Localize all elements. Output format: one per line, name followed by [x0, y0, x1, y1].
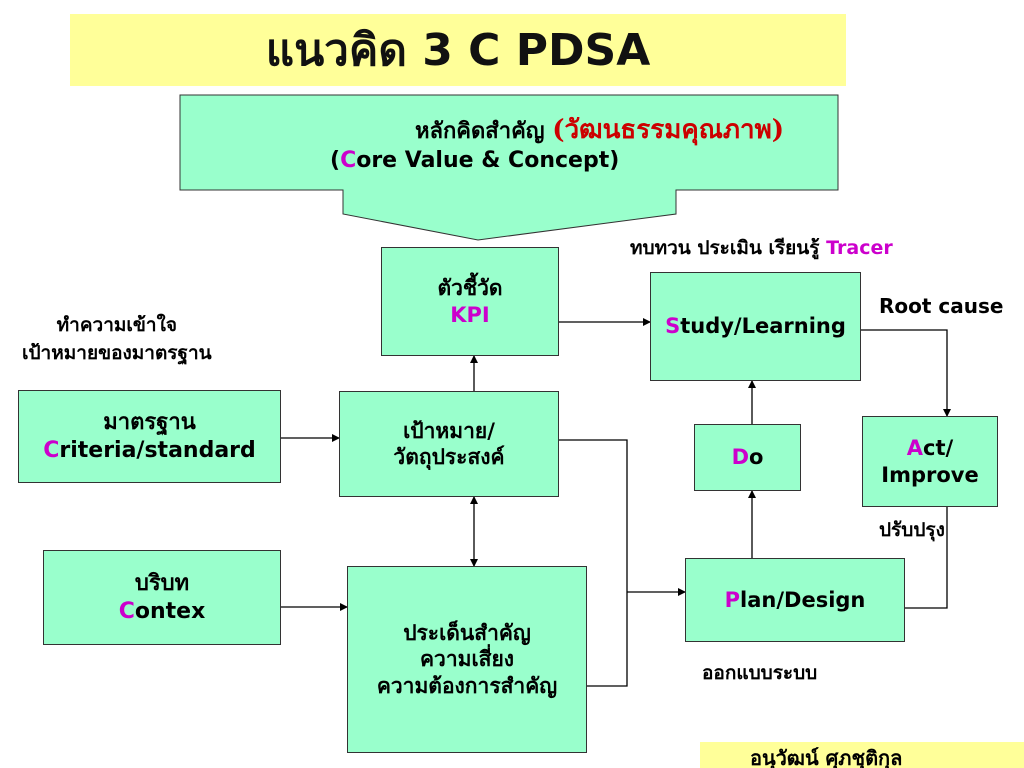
standard-box-rest: riteria/standard [59, 437, 256, 463]
core-value-rest: ore Value & Concept) [356, 148, 620, 174]
understand-label-line2: เป้าหมายของมาตรฐาน [22, 341, 212, 364]
design-thai-label: ออกแบบระบบ [702, 658, 817, 688]
standard-box-line1: มาตรฐาน [103, 410, 196, 435]
author-footer-text: อนุวัฒน์ ศุภชุติกุล [750, 746, 903, 768]
line-goal-to-plan [559, 439, 628, 592]
do-box-accent: D [731, 445, 749, 470]
page-title: แนวคิด 3 C PDSA [70, 14, 846, 86]
kpi-box-line2: KPI [450, 302, 490, 327]
issues-box: ประเด็นสำคัญ ความเสี่ยง ความต้องการสำคัญ [347, 566, 587, 753]
context-box-rest: ontex [134, 598, 206, 624]
plan-box-rest: lan/Design [740, 587, 866, 612]
core-value-thai: หลักคิดสำคัญ [415, 119, 545, 144]
context-box-line1: บริบท [134, 571, 190, 596]
core-value-text: หลักคิดสำคัญ (วัฒนธรรมคุณภาพ) (Core Valu… [180, 112, 920, 177]
act-box-accent: A [906, 436, 924, 461]
goal-box-line2: วัตถุประสงค์ [393, 445, 505, 469]
improve-thai-text: ปรับปรุง [879, 519, 945, 541]
review-label: ทบทวน ประเมิน เรียนรู้ Tracer [630, 233, 893, 263]
act-box-line2: Improve [881, 462, 979, 487]
issues-box-line1: ประเด็นสำคัญ [403, 621, 531, 646]
goal-box-line1: เป้าหมาย/ [403, 418, 495, 443]
issues-box-line2: ความเสี่ยง [419, 647, 515, 672]
design-thai-text: ออกแบบระบบ [702, 662, 818, 684]
root-cause-label: Root cause [879, 294, 1003, 318]
arrow-study-to-act [861, 329, 951, 417]
page-title-text: แนวคิด 3 C PDSA [265, 25, 651, 76]
goal-box: เป้าหมาย/ วัตถุประสงค์ [339, 391, 559, 497]
context-box: บริบท Contex [43, 550, 281, 645]
standard-box-accent: C [43, 437, 60, 463]
standard-box: มาตรฐาน Criteria/standard [18, 390, 281, 483]
do-box-rest: o [749, 445, 764, 470]
core-value-accent: C [340, 148, 357, 174]
core-value-red: (วัฒนธรรมคุณภาพ) [552, 115, 785, 145]
study-box-rest: tudy/Learning [680, 314, 846, 339]
study-box: Study/Learning [650, 272, 861, 381]
improve-thai-label: ปรับปรุง [879, 515, 945, 545]
review-label-thai: ทบทวน ประเมิน เรียนรู้ [630, 237, 820, 259]
act-box-rest: ct/ [923, 436, 954, 461]
review-label-tracer: Tracer [826, 237, 893, 259]
issues-box-line3: ความต้องการสำคัญ [376, 673, 558, 698]
act-box: Act/ Improve [862, 416, 998, 507]
understand-label-line1: ทำความเข้าใจ [56, 314, 177, 336]
context-box-accent: C [118, 598, 135, 624]
plan-box: Plan/Design [685, 558, 905, 642]
do-box: Do [694, 424, 801, 491]
study-box-accent: S [665, 314, 681, 339]
understand-label: ทำความเข้าใจ เป้าหมายของมาตรฐาน [22, 312, 212, 367]
root-cause-text: Root cause [879, 294, 1004, 318]
plan-box-accent: P [724, 587, 741, 612]
arrow-act-to-plan [897, 507, 948, 612]
core-value-open: ( [330, 148, 341, 174]
line-issues-to-plan [587, 592, 628, 687]
author-footer: อนุวัฒน์ ศุภชุติกุล [700, 742, 1024, 768]
kpi-box: ตัวชี้วัด KPI [381, 247, 559, 356]
kpi-box-line1: ตัวชี้วัด [437, 276, 503, 301]
